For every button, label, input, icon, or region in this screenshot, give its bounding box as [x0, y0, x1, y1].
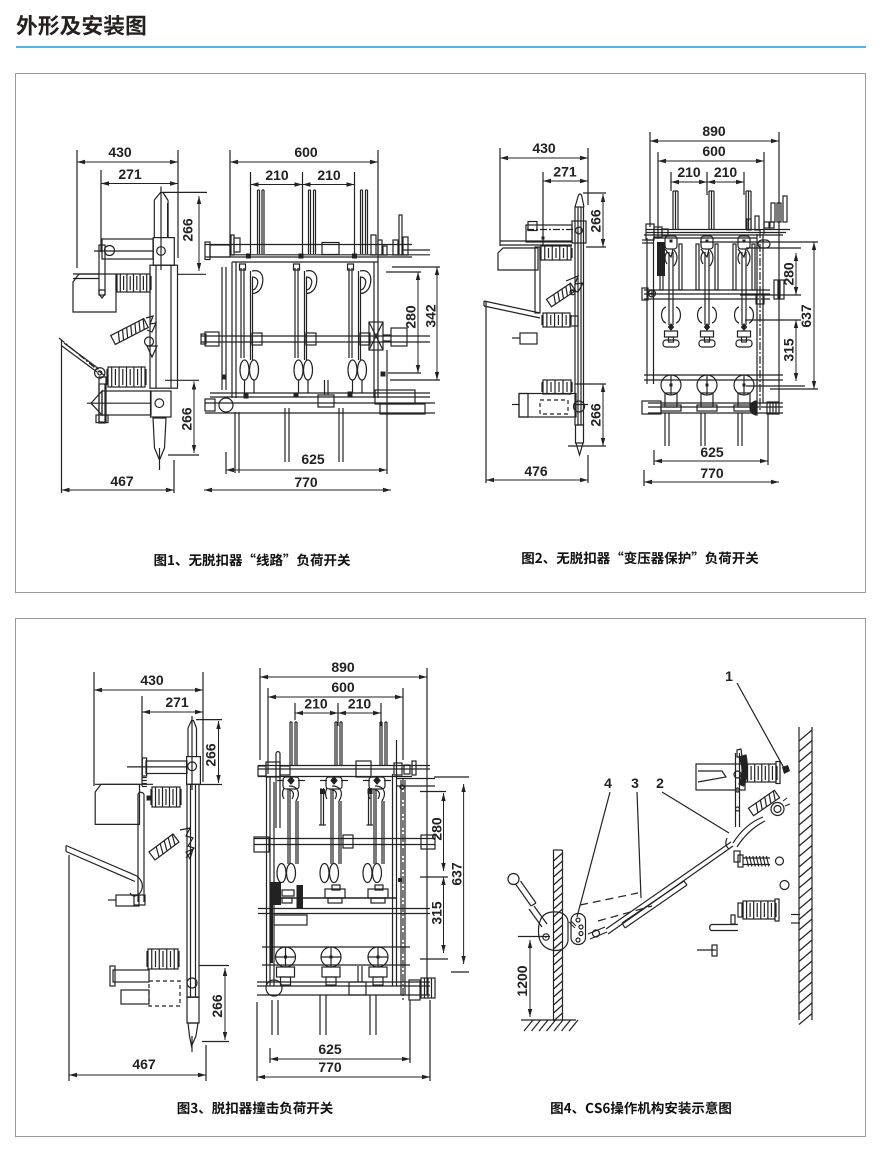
svg-text:210: 210 — [348, 696, 372, 712]
svg-text:315: 315 — [781, 338, 797, 362]
svg-text:280: 280 — [403, 305, 419, 329]
svg-text:600: 600 — [331, 679, 355, 695]
svg-text:3: 3 — [631, 775, 639, 791]
svg-text:600: 600 — [702, 143, 726, 159]
svg-text:266: 266 — [179, 407, 195, 431]
svg-text:210: 210 — [714, 164, 738, 180]
svg-text:266: 266 — [203, 743, 219, 767]
svg-text:476: 476 — [524, 463, 548, 479]
svg-text:266: 266 — [588, 209, 604, 233]
svg-text:266: 266 — [209, 994, 225, 1018]
svg-text:280: 280 — [781, 262, 797, 286]
svg-text:890: 890 — [702, 123, 726, 139]
svg-text:210: 210 — [317, 167, 341, 183]
svg-text:625: 625 — [318, 1041, 342, 1057]
svg-text:430: 430 — [140, 672, 164, 688]
svg-text:467: 467 — [132, 1056, 156, 1072]
svg-text:280: 280 — [429, 817, 445, 841]
svg-text:430: 430 — [532, 140, 556, 156]
svg-text:770: 770 — [294, 474, 318, 490]
svg-text:210: 210 — [304, 696, 328, 712]
svg-text:770: 770 — [700, 465, 724, 481]
svg-text:210: 210 — [265, 167, 289, 183]
svg-text:271: 271 — [118, 166, 142, 182]
svg-text:271: 271 — [553, 164, 577, 180]
svg-text:2: 2 — [656, 775, 664, 791]
svg-text:637: 637 — [798, 304, 814, 328]
svg-text:625: 625 — [301, 451, 325, 467]
svg-text:637: 637 — [449, 862, 465, 886]
svg-text:315: 315 — [429, 901, 445, 925]
svg-text:467: 467 — [110, 473, 134, 489]
svg-text:266: 266 — [588, 403, 604, 427]
svg-text:770: 770 — [318, 1059, 342, 1075]
svg-text:625: 625 — [700, 444, 724, 460]
svg-text:1200: 1200 — [514, 965, 530, 996]
svg-text:430: 430 — [108, 144, 132, 160]
svg-text:890: 890 — [331, 659, 355, 675]
svg-text:600: 600 — [294, 144, 318, 160]
svg-text:4: 4 — [604, 775, 612, 791]
svg-text:1: 1 — [725, 668, 733, 684]
svg-text:342: 342 — [423, 304, 439, 328]
svg-text:210: 210 — [677, 164, 701, 180]
svg-text:266: 266 — [180, 218, 196, 242]
svg-text:271: 271 — [165, 694, 189, 710]
